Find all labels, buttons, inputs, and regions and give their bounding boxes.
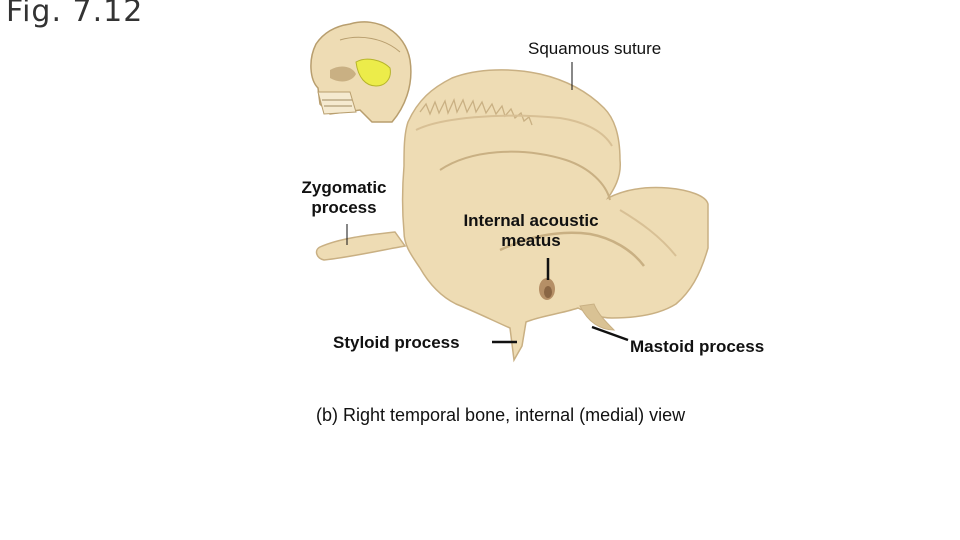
figure-title: Fig. 7.12 [6,0,144,29]
internal-acoustic-meatus-label: Internal acoustic meatus [446,211,616,252]
styloid-process-label: Styloid process [333,333,460,352]
figure-caption: (b) Right temporal bone, internal (media… [316,405,686,425]
temporal-bone-highlight [355,58,391,87]
squamous-suture-label: Squamous suture [528,39,662,58]
mastoid-process-leader [591,325,629,342]
zygomatic-process-shape [315,231,407,261]
leader-lines [346,62,629,344]
zygomatic-label-line2: process [311,198,377,218]
temporal-bone-shape [315,69,709,363]
zygomatic-label-line1: Zygomatic [301,178,387,197]
zygomatic-process-label: Zygomatic process [289,178,399,219]
acoustic-label-line1: Internal acoustic [463,211,599,230]
skull-inset-illustration [310,21,412,123]
mastoid-process-label: Mastoid process [630,337,765,356]
acoustic-label-line2: meatus [501,231,561,251]
